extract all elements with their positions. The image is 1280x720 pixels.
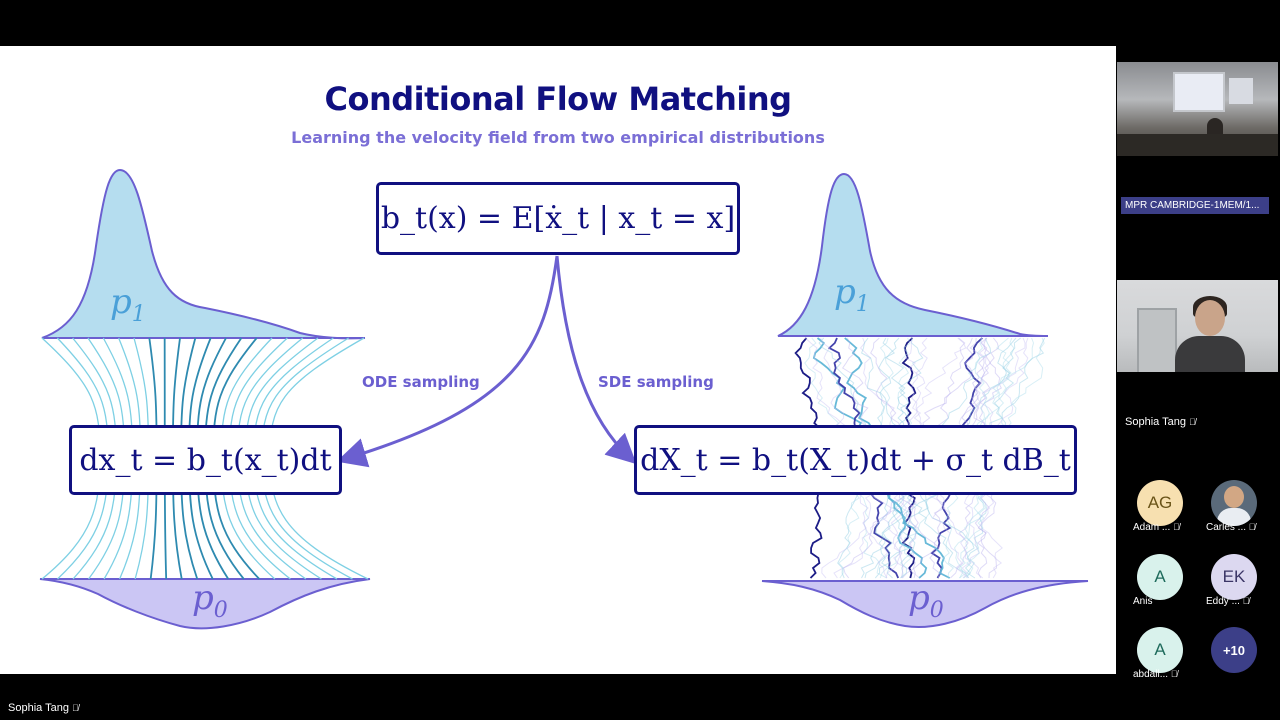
ode-equation-text: dx_t = b_t(x_t)dt <box>79 442 332 478</box>
p1-label-left-sub: 1 <box>131 301 146 327</box>
p1-label-left: p1 <box>110 282 146 327</box>
p1-label-right-sub: 1 <box>855 291 870 317</box>
participant-name-adam: Adam ... 🎙̸ <box>1133 522 1180 533</box>
participant-name-abdall: abdall... 🎙̸ <box>1133 669 1178 680</box>
presenter-name-text: Sophia Tang <box>8 702 69 714</box>
slide-subtitle: Learning the velocity field from two emp… <box>291 128 825 147</box>
ode-arrow <box>336 255 559 468</box>
speaker-name-label: Sophia Tang 🎙̸ <box>1125 416 1196 428</box>
sde-arrow <box>555 255 637 465</box>
speaker-head <box>1195 300 1225 336</box>
room-video-tile[interactable] <box>1117 62 1278 156</box>
sde-equation-text: dX_t = b_t(X_t)dt + σ_t dB_t <box>640 442 1071 478</box>
slide-title: Conditional Flow Matching <box>324 80 792 118</box>
p0-density-left <box>39 578 371 630</box>
participant-avatar-eddy[interactable]: EK <box>1211 554 1257 600</box>
p1-density-left <box>41 168 366 340</box>
p0-label-right-sub: 0 <box>929 597 944 623</box>
participant-avatar-adam[interactable]: AG <box>1137 480 1183 526</box>
velocity-field-equation-text: b_t(x) = E[ẋ_t | x_t = x] <box>380 201 736 236</box>
p0-label-right-main: p <box>908 578 930 618</box>
sde-sampling-label: SDE sampling <box>598 373 714 391</box>
room-name-label: MPR CAMBRIDGE-1MEM/1... <box>1121 197 1269 214</box>
mic-muted-icon: 🎙̸ <box>1170 669 1178 679</box>
participant-name-text: Carles ... <box>1206 522 1247 533</box>
more-participants-button[interactable]: +10 <box>1211 627 1257 673</box>
velocity-field-equation: b_t(x) = E[ẋ_t | x_t = x] <box>376 182 740 255</box>
participant-avatar-anis[interactable]: A <box>1137 554 1183 600</box>
projector-screen <box>1173 72 1225 112</box>
more-participants-count: +10 <box>1222 642 1246 658</box>
p0-label-left: p0 <box>192 578 228 623</box>
p1-label-left-main: p <box>110 282 132 322</box>
ode-sampling-label: ODE sampling <box>362 373 480 391</box>
participant-name-eddy: Eddy ... 🎙̸ <box>1206 596 1249 607</box>
speaker-name-text: Sophia Tang <box>1125 416 1186 428</box>
participant-initials: A <box>1154 567 1166 586</box>
participant-name-text: Adam ... <box>1133 522 1171 533</box>
p1-density-right <box>777 172 1049 337</box>
photo-avatar-body <box>1217 508 1251 526</box>
p1-label-right: p1 <box>834 272 870 317</box>
participant-name-text: Anis <box>1133 596 1153 607</box>
photo-avatar-image <box>1224 486 1244 508</box>
p0-label-right: p0 <box>908 578 944 623</box>
p1-label-right-main: p <box>834 272 856 312</box>
speaker-body <box>1175 336 1245 372</box>
participant-avatar-carles[interactable] <box>1211 480 1257 526</box>
participant-name-text: Eddy ... <box>1206 596 1240 607</box>
p0-density-right <box>761 580 1089 629</box>
participant-name-anis: Anis <box>1133 596 1152 607</box>
mic-muted-icon: 🎙̸ <box>1242 596 1250 606</box>
participant-initials: A <box>1154 640 1166 659</box>
mic-muted-icon: 🎙̸ <box>1173 522 1180 532</box>
background-door <box>1137 308 1177 372</box>
room-desk <box>1117 134 1278 156</box>
participant-initials: AG <box>1147 493 1173 512</box>
mic-muted-icon: 🎙̸ <box>1189 417 1196 427</box>
presenter-name-label: Sophia Tang 🎙̸ <box>8 702 79 714</box>
mic-muted-icon: 🎙̸ <box>72 703 79 713</box>
participant-initials: EK <box>1222 567 1246 586</box>
participant-name-text: abdall... <box>1133 669 1169 680</box>
participant-name-carles: Carles ... 🎙̸ <box>1206 522 1256 533</box>
whiteboard <box>1229 78 1253 104</box>
slide: Conditional Flow Matching Learning the v… <box>0 46 1116 674</box>
ode-equation: dx_t = b_t(x_t)dt <box>69 425 342 495</box>
room-person <box>1207 118 1223 138</box>
p0-label-left-main: p <box>192 578 214 618</box>
speaker-video-tile[interactable] <box>1117 280 1278 372</box>
mic-muted-icon: 🎙̸ <box>1248 522 1256 532</box>
participant-avatar-abdall[interactable]: A <box>1137 627 1183 673</box>
p0-label-left-sub: 0 <box>213 597 228 623</box>
sde-equation: dX_t = b_t(X_t)dt + σ_t dB_t <box>634 425 1077 495</box>
